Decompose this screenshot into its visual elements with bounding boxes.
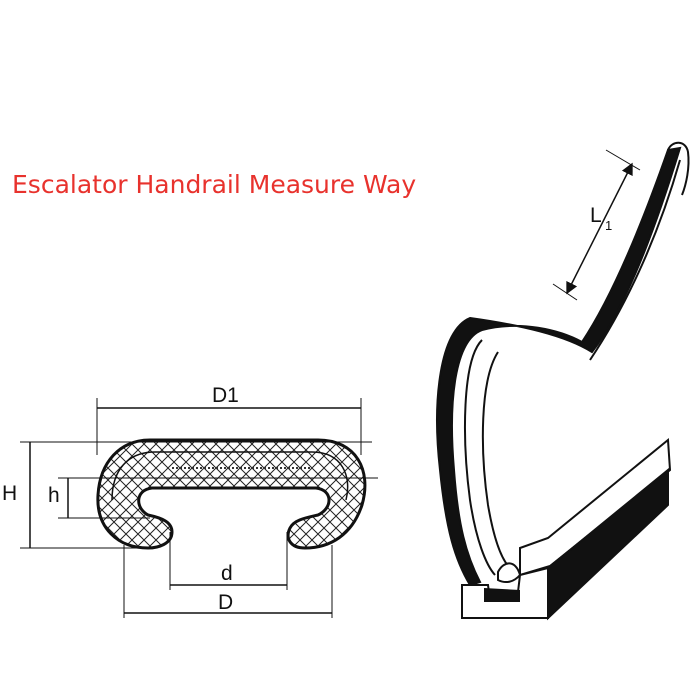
label-l1: L [590,204,602,227]
dimension-d1: D1 [96,384,362,455]
diagram-title: Escalator Handrail Measure Way [12,170,417,199]
dimension-h-inner: h [48,477,378,519]
label-d1: D1 [212,384,239,407]
dimension-h-total: H [2,441,372,549]
handrail-3d-view [436,141,690,621]
label-h-total: H [2,482,17,505]
handrail-section-inner-line [111,451,349,501]
handrail-3d-outer-band [436,146,682,587]
dimension-l1: L 1 [552,149,641,301]
handrail-cross-section [96,438,367,550]
label-l1-subscript: 1 [605,218,612,233]
handrail-section-body [96,438,367,550]
dimension-d-inner: d [169,532,288,590]
handrail-guide-side [547,467,669,621]
label-d-outer: D [218,591,233,614]
handrail-guide-slot [484,588,520,602]
handrail-3d-clip [497,562,522,584]
handrail-3d-lip [667,141,690,196]
label-d-inner: d [221,562,233,585]
dimension-d-outer: D [123,545,333,618]
label-h-inner: h [48,484,60,507]
handrail-3d-inner-curve [464,159,681,576]
